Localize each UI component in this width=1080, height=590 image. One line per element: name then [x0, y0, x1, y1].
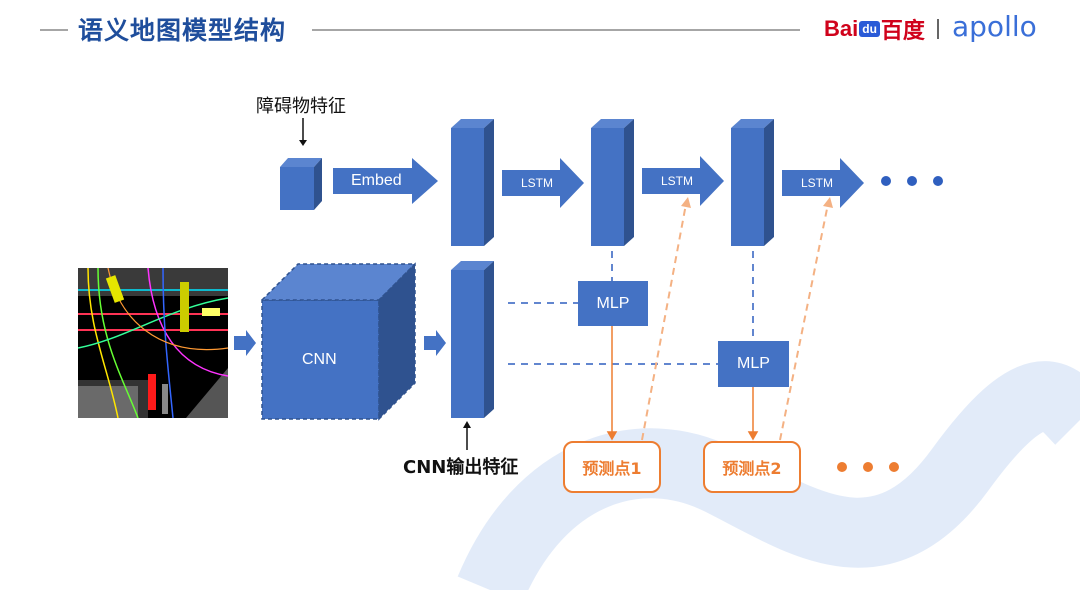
page-title: 语义地图模型结构	[78, 16, 287, 45]
embed-label: Embed	[351, 172, 402, 189]
obstacle-down-arrow	[299, 118, 307, 146]
dashed-connectors	[508, 251, 754, 365]
baidu-du-badge: du	[859, 21, 880, 37]
mlp-label-1: MLP	[596, 294, 630, 312]
lstm-arrow-3	[782, 158, 864, 208]
prediction-label-1: 预测点1	[582, 459, 642, 478]
lstm-arrow-1	[502, 158, 584, 208]
pillar-top-3	[731, 119, 774, 246]
mlp-label-2: MLP	[737, 355, 770, 372]
cnn-label: CNN	[302, 351, 337, 368]
cnn-to-output-arrow	[424, 330, 446, 356]
pillar-cnn-output	[451, 261, 494, 418]
pillar-top-2	[591, 119, 634, 246]
prediction-box-1: 预测点1	[563, 441, 661, 493]
orange-dashed-arrows	[641, 203, 829, 441]
prediction-box-2: 预测点2	[703, 441, 801, 493]
cnn-output-up-arrow	[463, 421, 471, 450]
cnn-cube	[260, 262, 417, 421]
map-to-cnn-arrow	[234, 330, 256, 356]
obstacle-feature-label: 障碍物特征	[256, 96, 346, 117]
logo-divider	[937, 19, 939, 39]
orange-solid-arrows	[606, 326, 759, 441]
lstm-label-2: LSTM	[661, 174, 694, 188]
baidu-logo-text: Bai	[824, 16, 859, 41]
embed-arrow	[333, 158, 438, 204]
obstacle-cube	[280, 158, 322, 210]
lstm-label-1: LSTM	[521, 176, 554, 190]
prediction-label-2: 预测点2	[722, 459, 782, 478]
mlp-box-1: MLP	[578, 281, 648, 326]
baidu-logo-chinese: 百度	[880, 18, 925, 43]
orange-dashed-arrowheads	[681, 197, 833, 208]
pillar-top-1	[451, 119, 494, 246]
cnn-output-feature-label: CNN输出特征	[403, 457, 519, 478]
mlp-box-2: MLP	[718, 341, 789, 387]
lstm-label-3: LSTM	[801, 176, 834, 190]
ellipsis-top	[881, 176, 943, 186]
lstm-arrow-2	[642, 156, 724, 206]
semantic-map-image	[78, 268, 228, 418]
ellipsis-bottom	[837, 462, 899, 472]
apollo-logo: apollo	[952, 10, 1037, 43]
